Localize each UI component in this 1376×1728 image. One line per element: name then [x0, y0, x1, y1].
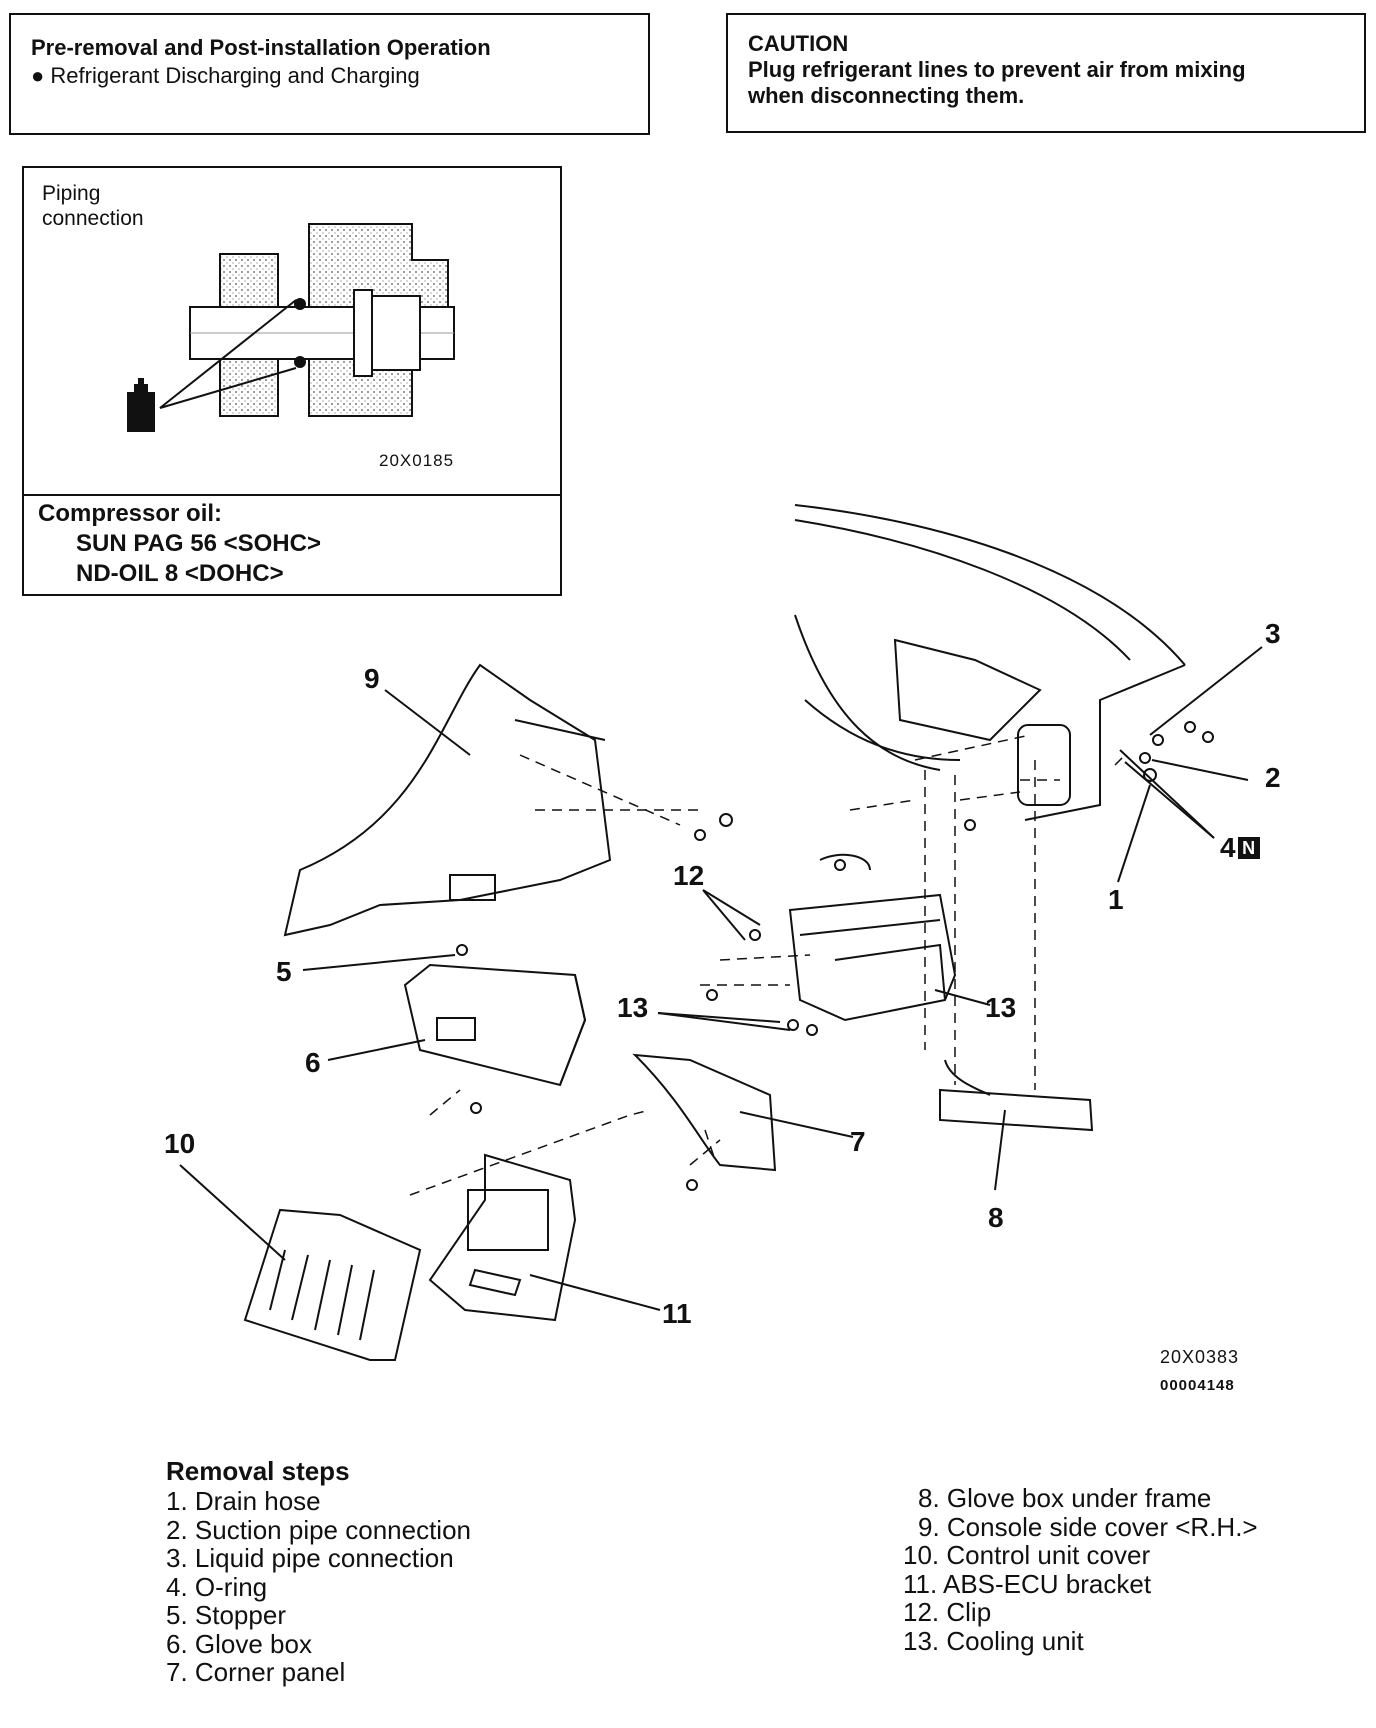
figure-code: 20X0383	[1160, 1347, 1240, 1367]
glove-box-under-frame	[939, 1088, 1094, 1132]
step-13: 13. Cooling unit	[903, 1625, 1084, 1656]
step-5: 5. Stopper	[166, 1600, 286, 1630]
callout-10: 10	[164, 1128, 196, 1159]
callout-5: 5	[276, 956, 292, 987]
console-side-cover	[283, 663, 612, 937]
removal-steps-right: 8. Glove box under frame 9. Console side…	[903, 1484, 1258, 1655]
step-7: 7. Corner panel	[166, 1657, 346, 1687]
step-9: 9. Console side cover <R.H.>	[918, 1511, 1258, 1542]
callout-3: 3	[1265, 618, 1281, 649]
removal-title: Removal steps	[166, 1456, 350, 1486]
callout-2: 2	[1265, 762, 1281, 793]
n-mark-icon: N	[1237, 837, 1260, 859]
callout-13-right: 13	[985, 992, 1017, 1023]
callout-4-number: 4	[1220, 832, 1236, 863]
abs-ecu-bracket	[428, 1153, 577, 1322]
caution-title: CAUTION	[748, 31, 849, 56]
corner-panel	[632, 1053, 777, 1172]
glove-box	[403, 963, 587, 1087]
caution-box: CAUTION Plug refrigerant lines to preven…	[726, 13, 1366, 133]
pre-removal-box: Pre-removal and Post-installation Operat…	[9, 13, 650, 135]
step-1: 1. Drain hose	[166, 1486, 321, 1516]
oil-line1: SUN PAG 56 <SOHC>	[76, 530, 321, 557]
callout-6: 6	[305, 1047, 321, 1078]
oil-title: Compressor oil:	[38, 500, 223, 527]
callout-12: 12	[673, 860, 705, 891]
pre-removal-item: ● Refrigerant Discharging and Charging	[31, 63, 420, 88]
piping-divider	[24, 494, 560, 496]
removal-steps-left: 1. Drain hose 2. Suction pipe connection…	[166, 1487, 471, 1687]
caution-text-line2: when disconnecting them.	[748, 83, 1025, 108]
bullet-icon: ●	[31, 63, 45, 88]
callout-1: 1	[1108, 884, 1124, 915]
step-3: 3. Liquid pipe connection	[166, 1543, 454, 1573]
step-12: 12. Clip	[903, 1597, 992, 1627]
oil-line2: ND-OIL 8 <DOHC>	[76, 560, 284, 587]
dashboard-outline	[794, 504, 1186, 666]
callout-11: 11	[662, 1298, 692, 1329]
control-unit-cover	[243, 1208, 422, 1361]
figure-id: 00004148	[1160, 1377, 1235, 1394]
callout-13-left: 13	[617, 992, 649, 1023]
callout-8: 8	[988, 1202, 1004, 1233]
step-8: 8. Glove box under frame	[918, 1483, 1212, 1513]
callout-9: 9	[364, 663, 380, 694]
piping-figure-code: 20X0185	[379, 451, 455, 470]
step-11: 11. ABS-ECU bracket	[903, 1568, 1152, 1599]
callout-7: 7	[850, 1126, 866, 1157]
step-6: 6. Glove box	[166, 1628, 312, 1659]
pre-removal-title: Pre-removal and Post-installation Operat…	[31, 35, 491, 60]
piping-box: Piping connection 20X0185 Compressor oil…	[22, 166, 562, 596]
step-10: 10. Control unit cover	[903, 1540, 1151, 1570]
step-2: 2. Suction pipe connection	[166, 1514, 471, 1545]
piping-label-line2: connection	[42, 207, 144, 230]
step-4: 4. O-ring	[166, 1571, 268, 1602]
cooling-unit	[788, 893, 957, 1022]
caution-text-line1: Plug refrigerant lines to prevent air fr…	[748, 57, 1246, 82]
piping-label-line1: Piping	[42, 182, 101, 205]
